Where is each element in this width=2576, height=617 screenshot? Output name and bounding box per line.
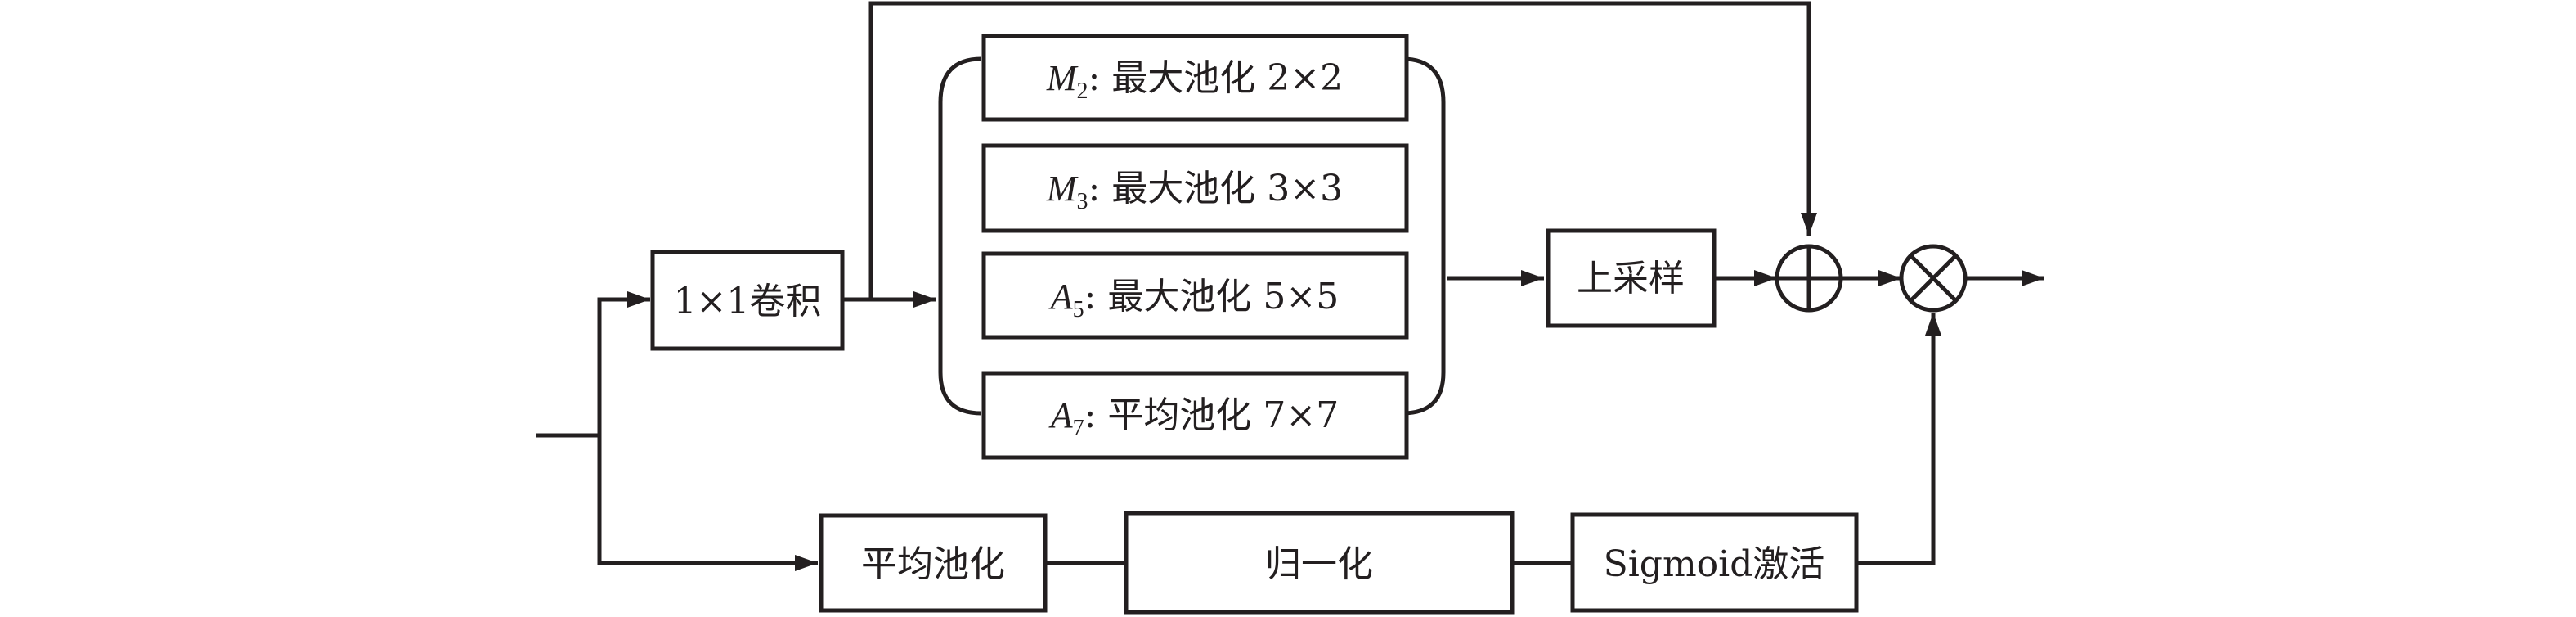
avg-pool-label: 平均池化 — [861, 543, 1005, 585]
add-circle-icon — [1775, 244, 1843, 313]
branch-a7-label: A7: 平均池化 7×7 — [1048, 394, 1340, 441]
sigmoid-to-multiply-arrow — [1856, 313, 1941, 565]
branch-m2-label: M2: 最大池化 2×2 — [1046, 57, 1343, 104]
normalize-label: 归一化 — [1265, 543, 1373, 585]
skip-connection-arrow — [868, 1, 1817, 299]
branch-m2-box: M2: 最大池化 2×2 — [981, 34, 1409, 122]
branch-m3-box: M3: 最大池化 3×3 — [981, 143, 1409, 233]
sigmoid-block: Sigmoid激活 — [1570, 512, 1859, 613]
pooling-bracket — [938, 56, 1446, 416]
sigmoid-label: Sigmoid激活 — [1604, 543, 1825, 585]
branch-m3-label: M3: 最大池化 3×3 — [1046, 168, 1343, 214]
conv-1x1-block: 1×1卷积 — [650, 250, 845, 351]
branch-a5-box: A5: 最大池化 5×5 — [981, 251, 1409, 340]
branch-a5-label: A5: 最大池化 5×5 — [1048, 276, 1340, 322]
normalize-block: 归一化 — [1124, 511, 1515, 615]
connectors — [536, 1, 2044, 571]
to-avgpool-arrow — [597, 435, 818, 571]
branch-a7-box: A7: 平均池化 7×7 — [981, 371, 1409, 460]
upsample-label: 上采样 — [1577, 258, 1685, 299]
multiply-circle-icon — [1899, 244, 1968, 313]
upsample-block: 上采样 — [1546, 228, 1717, 328]
to-conv-arrow — [597, 291, 650, 435]
conv-1x1-label: 1×1卷积 — [674, 281, 822, 322]
avg-pool-block: 平均池化 — [819, 513, 1048, 613]
